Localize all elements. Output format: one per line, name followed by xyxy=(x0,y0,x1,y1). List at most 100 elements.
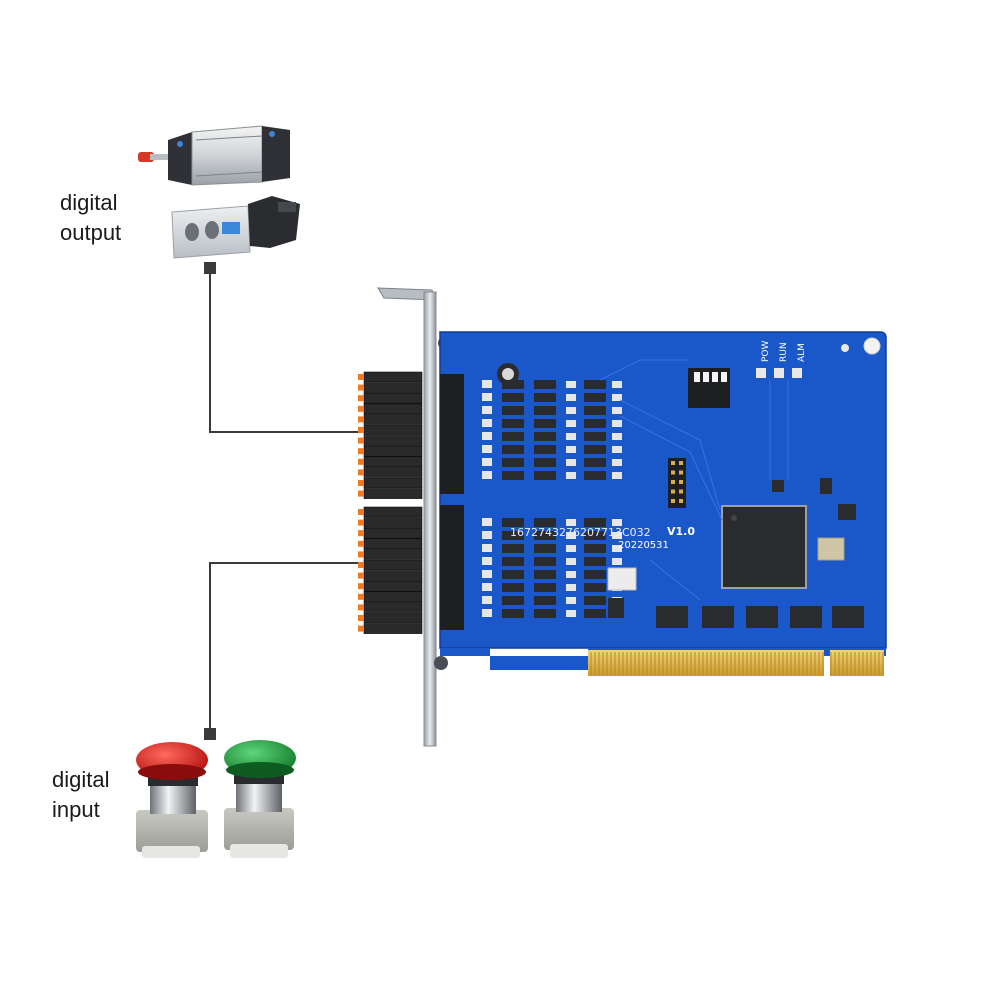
optocoupler-chip xyxy=(584,557,606,566)
output-wire xyxy=(204,262,360,433)
optocoupler-chip xyxy=(534,570,556,579)
terminal-slot xyxy=(363,506,423,518)
terminal-release-tab xyxy=(358,427,364,433)
smd-resistor xyxy=(566,532,576,539)
smd-resistor xyxy=(566,584,576,591)
optocoupler-chip xyxy=(502,531,524,540)
smd-resistor xyxy=(612,394,622,401)
terminal-release-tab xyxy=(358,572,364,579)
smd-resistor xyxy=(482,445,492,453)
terminal-slot xyxy=(363,403,423,415)
optocoupler-chip xyxy=(534,471,556,480)
optocoupler-chip xyxy=(584,380,606,389)
terminal-slot xyxy=(363,549,423,560)
small-ic xyxy=(772,480,784,492)
terminal-slot xyxy=(363,527,423,539)
pci-bracket xyxy=(377,287,450,747)
optocoupler-chip xyxy=(584,518,606,527)
digital-input-label-line2: input xyxy=(52,797,100,822)
smd-resistor xyxy=(612,459,622,466)
driver-ic xyxy=(746,606,778,628)
smd-resistor xyxy=(566,571,576,578)
electrolytic-capacitor-icon xyxy=(497,363,519,385)
terminal-release-tab xyxy=(358,519,364,526)
optocoupler-chip xyxy=(534,518,556,527)
terminal-release-tab xyxy=(358,562,364,568)
optocoupler-chip xyxy=(502,445,524,454)
terminal-slot xyxy=(363,570,423,581)
smd-resistor xyxy=(566,420,576,427)
smd-resistor xyxy=(482,583,492,591)
optocoupler-chip xyxy=(534,419,556,428)
terminal-release-tab xyxy=(358,615,364,621)
pci-gold-fingers xyxy=(588,650,884,676)
pin xyxy=(679,499,683,503)
smd-resistor xyxy=(482,518,492,526)
small-ic xyxy=(838,504,856,520)
header-connector-bottom xyxy=(440,505,464,630)
optocoupler-chip xyxy=(534,432,556,441)
optocoupler-chip xyxy=(502,458,524,467)
smd-resistor xyxy=(482,596,492,604)
smd-resistor xyxy=(566,519,576,526)
terminal-slot xyxy=(363,477,423,489)
optocoupler-chip xyxy=(584,596,606,605)
terminal-release-tab xyxy=(358,551,364,558)
terminal-release-tab xyxy=(358,405,364,412)
terminal-slot xyxy=(363,467,423,478)
driver-ic xyxy=(790,606,822,628)
green-mushroom-button-icon xyxy=(224,740,296,858)
pin xyxy=(671,470,675,475)
smd-resistor xyxy=(482,393,492,401)
smd-resistor xyxy=(612,472,622,479)
optocoupler-chip xyxy=(534,609,556,618)
power-connector xyxy=(607,567,637,591)
main-processor-chip xyxy=(721,505,807,589)
terminal-release-tab xyxy=(358,604,364,611)
terminal-slot xyxy=(363,517,423,528)
input-wire xyxy=(204,562,360,740)
pin xyxy=(679,461,683,465)
terminal-slot xyxy=(363,424,423,436)
optocoupler-chip xyxy=(584,419,606,428)
solenoid-valve-icon xyxy=(171,196,300,259)
red-mushroom-button-icon xyxy=(136,742,208,858)
smd-resistor xyxy=(482,458,492,466)
header-connector-top xyxy=(440,374,464,494)
board-version-text: V1.0 xyxy=(667,525,695,538)
smd-resistor xyxy=(566,610,576,617)
optocoupler-chip xyxy=(534,445,556,454)
terminal-slot xyxy=(363,612,423,624)
optocoupler-chip xyxy=(502,544,524,553)
smd-resistor xyxy=(566,394,576,401)
terminal-block-top xyxy=(358,371,423,499)
terminal-slot xyxy=(363,538,423,550)
terminal-slot xyxy=(363,580,423,592)
terminal-release-tab xyxy=(358,395,364,402)
smd-resistor xyxy=(566,381,576,388)
smd-resistor xyxy=(482,609,492,617)
optocoupler-chip xyxy=(534,544,556,553)
optocoupler-chip xyxy=(502,583,524,592)
driver-ic xyxy=(832,606,864,628)
terminal-release-tab xyxy=(358,437,364,444)
optocoupler-chip xyxy=(502,471,524,480)
pin xyxy=(671,480,675,484)
smd-resistor xyxy=(482,531,492,539)
terminal-release-tab xyxy=(358,458,364,465)
terminal-release-tab xyxy=(358,593,364,600)
optocoupler-array-bottom xyxy=(482,518,622,618)
driver-ic-row xyxy=(656,606,864,628)
optocoupler-chip xyxy=(502,380,524,389)
optocoupler-chip xyxy=(584,531,606,540)
dip-switch xyxy=(688,368,730,408)
terminal-slot xyxy=(363,623,423,634)
terminal-release-tab xyxy=(358,583,364,590)
smd-resistor xyxy=(612,381,622,388)
driver-ic xyxy=(702,606,734,628)
optocoupler-chip xyxy=(584,544,606,553)
pin-header xyxy=(668,458,686,508)
smd-resistor xyxy=(566,433,576,440)
pin xyxy=(679,470,683,475)
terminal-slot xyxy=(363,559,423,571)
